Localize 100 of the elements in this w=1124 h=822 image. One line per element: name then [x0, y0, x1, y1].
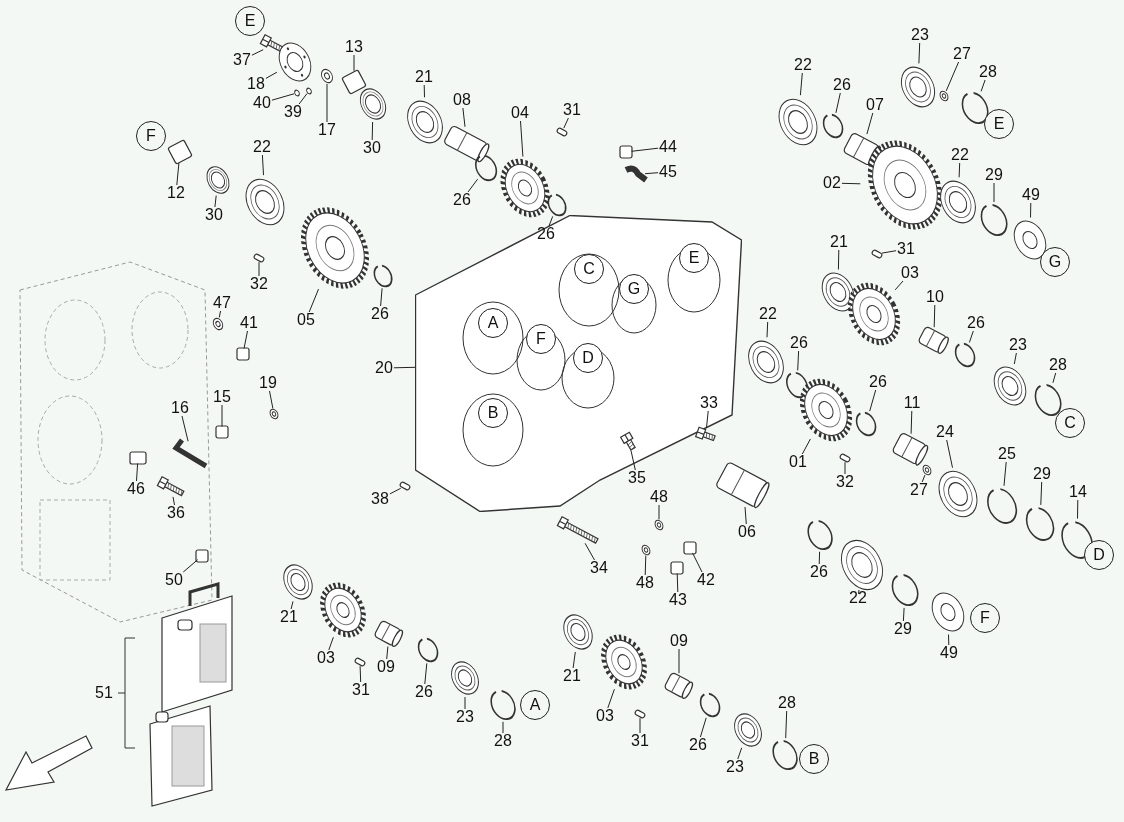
seal-ring [206, 166, 230, 194]
reference-letter-circle: A [520, 690, 550, 720]
leader-line [265, 71, 278, 79]
bearing [563, 614, 593, 650]
gear [867, 140, 943, 230]
leader-line [946, 439, 953, 469]
bearing [245, 178, 285, 226]
leader-line [858, 589, 860, 595]
snap-ring [961, 92, 989, 124]
washer [939, 90, 949, 102]
snap-ring [474, 154, 498, 182]
leader-line [464, 696, 466, 710]
callout-number: 28 [1048, 357, 1068, 373]
callout-number: 30 [204, 207, 224, 223]
leader-line [631, 147, 659, 152]
leader-line [1052, 372, 1057, 384]
bearing [840, 539, 884, 591]
snap-ring [855, 411, 877, 437]
leader-line [462, 107, 466, 128]
callout-number: 26 [789, 335, 809, 351]
leader-line [181, 415, 189, 442]
leader-line [869, 389, 877, 412]
callout-number: 49 [1021, 187, 1041, 203]
leader-line [692, 552, 703, 573]
fitting [269, 408, 279, 420]
snap-ring [987, 488, 1018, 524]
leader-line [1030, 202, 1032, 218]
leader-line [548, 215, 554, 227]
leader-line [948, 634, 950, 646]
bearing [778, 98, 818, 146]
snap-ring [822, 113, 844, 139]
callout-number: 19 [258, 375, 278, 391]
callout-number: 21 [279, 609, 299, 625]
callout-number: 39 [283, 104, 303, 120]
leader-line [584, 542, 595, 561]
leader-line [841, 182, 861, 185]
callout-number: 26 [868, 374, 888, 390]
plug [683, 541, 697, 555]
bearing [283, 564, 313, 600]
callout-number: 22 [793, 57, 813, 73]
callout-number: 26 [536, 226, 556, 242]
snap-ring [954, 342, 976, 368]
plug [670, 561, 684, 575]
bearing [734, 713, 762, 747]
callout-number: 10 [925, 289, 945, 305]
gear [500, 159, 550, 217]
washer [641, 544, 651, 556]
leader-line [894, 280, 904, 291]
bearing [821, 272, 855, 312]
callout-number: 41 [239, 315, 259, 331]
callout-number: 27 [909, 482, 929, 498]
washer [922, 464, 932, 476]
leader-line [298, 93, 308, 105]
callout-number: 44 [658, 139, 678, 155]
callout-number: 01 [788, 454, 808, 470]
leader-line [371, 121, 374, 141]
leader-line [271, 93, 295, 101]
leader-line [630, 450, 636, 471]
key [838, 452, 852, 464]
callout-number: 21 [562, 668, 582, 684]
callout-number: 26 [966, 315, 986, 331]
callout-number: 23 [455, 709, 475, 725]
callout-number: 35 [627, 470, 647, 486]
callout-number: 31 [630, 733, 650, 749]
key [398, 480, 412, 492]
plug [195, 549, 209, 563]
leader-line [910, 410, 913, 435]
washer [320, 68, 334, 84]
snap-ring [1025, 507, 1055, 541]
callout-number: 36 [166, 505, 186, 521]
callout-number: 31 [351, 682, 371, 698]
snap-ring [1034, 384, 1062, 416]
bearing [407, 100, 443, 144]
callout-number: 24 [935, 424, 955, 440]
bearing [900, 66, 936, 108]
leader-line [214, 195, 217, 208]
reference-letter-circle: E [984, 109, 1014, 139]
leader-line [737, 747, 743, 760]
leader-line [766, 321, 769, 338]
leader-line [423, 84, 425, 98]
leader-line [818, 551, 821, 565]
leader-line [172, 496, 175, 506]
bent-pipe [172, 438, 208, 469]
callout-number: 30 [362, 140, 382, 156]
leader-line [678, 648, 680, 674]
callout-number: 50 [164, 572, 184, 588]
leader-line [644, 555, 647, 576]
callout-number: 31 [562, 102, 582, 118]
snap-ring [699, 692, 721, 718]
callout-number: 18 [246, 76, 266, 92]
leader-line [328, 636, 334, 651]
gear [300, 207, 370, 289]
callout-number: 22 [758, 306, 778, 322]
plug [236, 347, 250, 361]
bolt [156, 476, 185, 497]
callout-number: 20 [374, 360, 394, 376]
callout-number: 09 [669, 633, 689, 649]
snap-ring [490, 690, 516, 720]
leader-line [251, 49, 264, 56]
leader-line [785, 710, 788, 739]
